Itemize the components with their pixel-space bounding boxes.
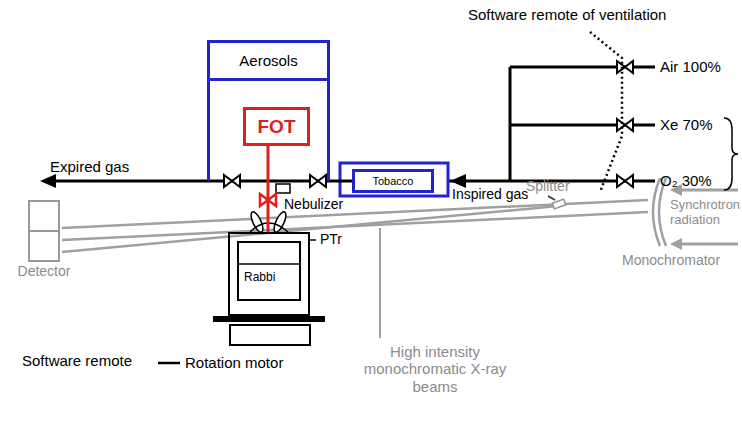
remote-control-line bbox=[590, 32, 622, 192]
text-label: Expired gas bbox=[50, 158, 129, 175]
leader-line bbox=[310, 239, 316, 241]
fot-box: FOT bbox=[243, 107, 310, 146]
expired-pipe bbox=[52, 180, 330, 183]
node-text: Aerosols bbox=[210, 43, 327, 81]
text-label: Synchrotron radiation bbox=[670, 198, 740, 228]
text-label: Software remote bbox=[22, 352, 132, 369]
aerosol-box: AerosolsFOT bbox=[207, 40, 330, 181]
valve-symbol bbox=[617, 61, 633, 73]
rotation-stage bbox=[213, 316, 325, 322]
tobacco-box: Tobacco bbox=[352, 169, 434, 193]
tobacco-frame bbox=[340, 163, 448, 196]
connector bbox=[330, 180, 352, 183]
valve-symbol bbox=[224, 175, 240, 187]
valve-symbol bbox=[617, 175, 633, 187]
beam-line bbox=[62, 206, 558, 252]
xray-beams bbox=[62, 200, 648, 338]
node-text: Tobacco bbox=[373, 175, 414, 187]
leader-line bbox=[158, 362, 180, 365]
text-label: Inspired gas bbox=[452, 186, 528, 202]
nebulizer-symbol bbox=[276, 184, 290, 193]
valve-symbol bbox=[310, 175, 326, 187]
text-label: Splitter bbox=[526, 178, 570, 194]
text-label: Monochromator bbox=[622, 252, 720, 268]
text-label: High intensity monochromatic X-ray beams bbox=[350, 343, 520, 395]
detector-box: Detector bbox=[28, 200, 60, 262]
text-label: Air 100% bbox=[660, 58, 721, 75]
connector bbox=[267, 146, 270, 232]
node-text: Detector bbox=[18, 263, 71, 279]
valve-symbol bbox=[617, 119, 633, 131]
leader-line bbox=[379, 228, 381, 338]
brace bbox=[724, 118, 738, 190]
holder-frame bbox=[238, 242, 300, 300]
text-label: Software remote of ventilation bbox=[468, 6, 666, 23]
detector-divider bbox=[28, 230, 60, 232]
node-text: Rabbi bbox=[244, 270, 275, 284]
splitter-symbol bbox=[548, 196, 566, 209]
text-label: PTr bbox=[320, 231, 342, 247]
text-label: Xe 70% bbox=[660, 116, 713, 133]
text-label: O₂ 30% bbox=[660, 172, 712, 189]
rabbit-holder: Rabbi bbox=[228, 232, 310, 316]
arrowhead bbox=[40, 174, 56, 188]
text-label: Nebulizer bbox=[284, 196, 343, 212]
arrowhead bbox=[450, 174, 466, 188]
holder-frame bbox=[238, 263, 300, 265]
node-text: FOT bbox=[258, 116, 296, 138]
rotation-motor bbox=[230, 325, 310, 345]
text-label: Rotation motor bbox=[185, 354, 283, 371]
